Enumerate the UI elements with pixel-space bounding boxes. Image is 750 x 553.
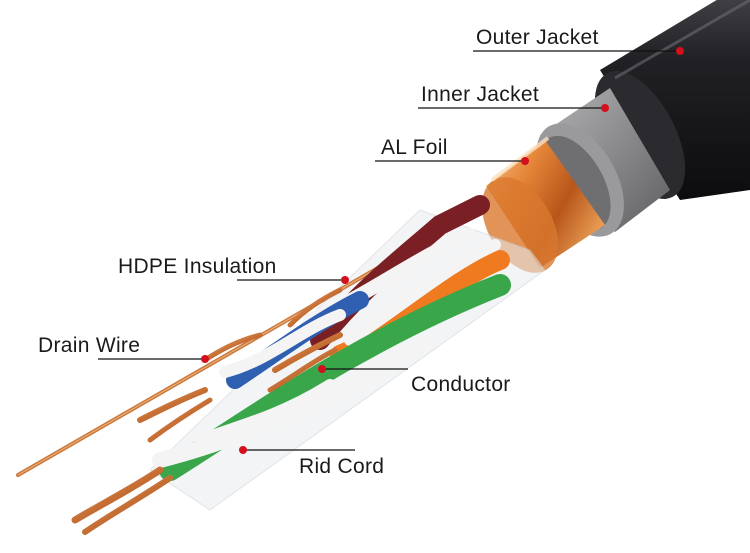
drain-wire-marker: [201, 355, 209, 363]
label-hdpe-insulation: HDPE Insulation: [118, 255, 277, 278]
outer-jacket-marker: [676, 47, 684, 55]
label-drain-wire: Drain Wire: [38, 334, 141, 357]
label-rid-cord: Rid Cord: [299, 455, 385, 478]
label-inner-jacket: Inner Jacket: [421, 83, 539, 106]
inner-jacket-marker: [601, 104, 609, 112]
rid-cord-marker: [239, 446, 247, 454]
label-outer-jacket: Outer Jacket: [476, 26, 599, 49]
conductor-ends: [71, 287, 343, 535]
conductor-marker: [318, 365, 326, 373]
twisted-pairs: [152, 195, 511, 481]
label-al-foil: AL Foil: [381, 136, 448, 159]
marker-dots: [201, 47, 684, 454]
al-foil-marker: [521, 157, 529, 165]
label-conductor: Conductor: [411, 373, 511, 396]
leader-lines: [98, 50, 680, 451]
hdpe-insulation-marker: [341, 276, 349, 284]
